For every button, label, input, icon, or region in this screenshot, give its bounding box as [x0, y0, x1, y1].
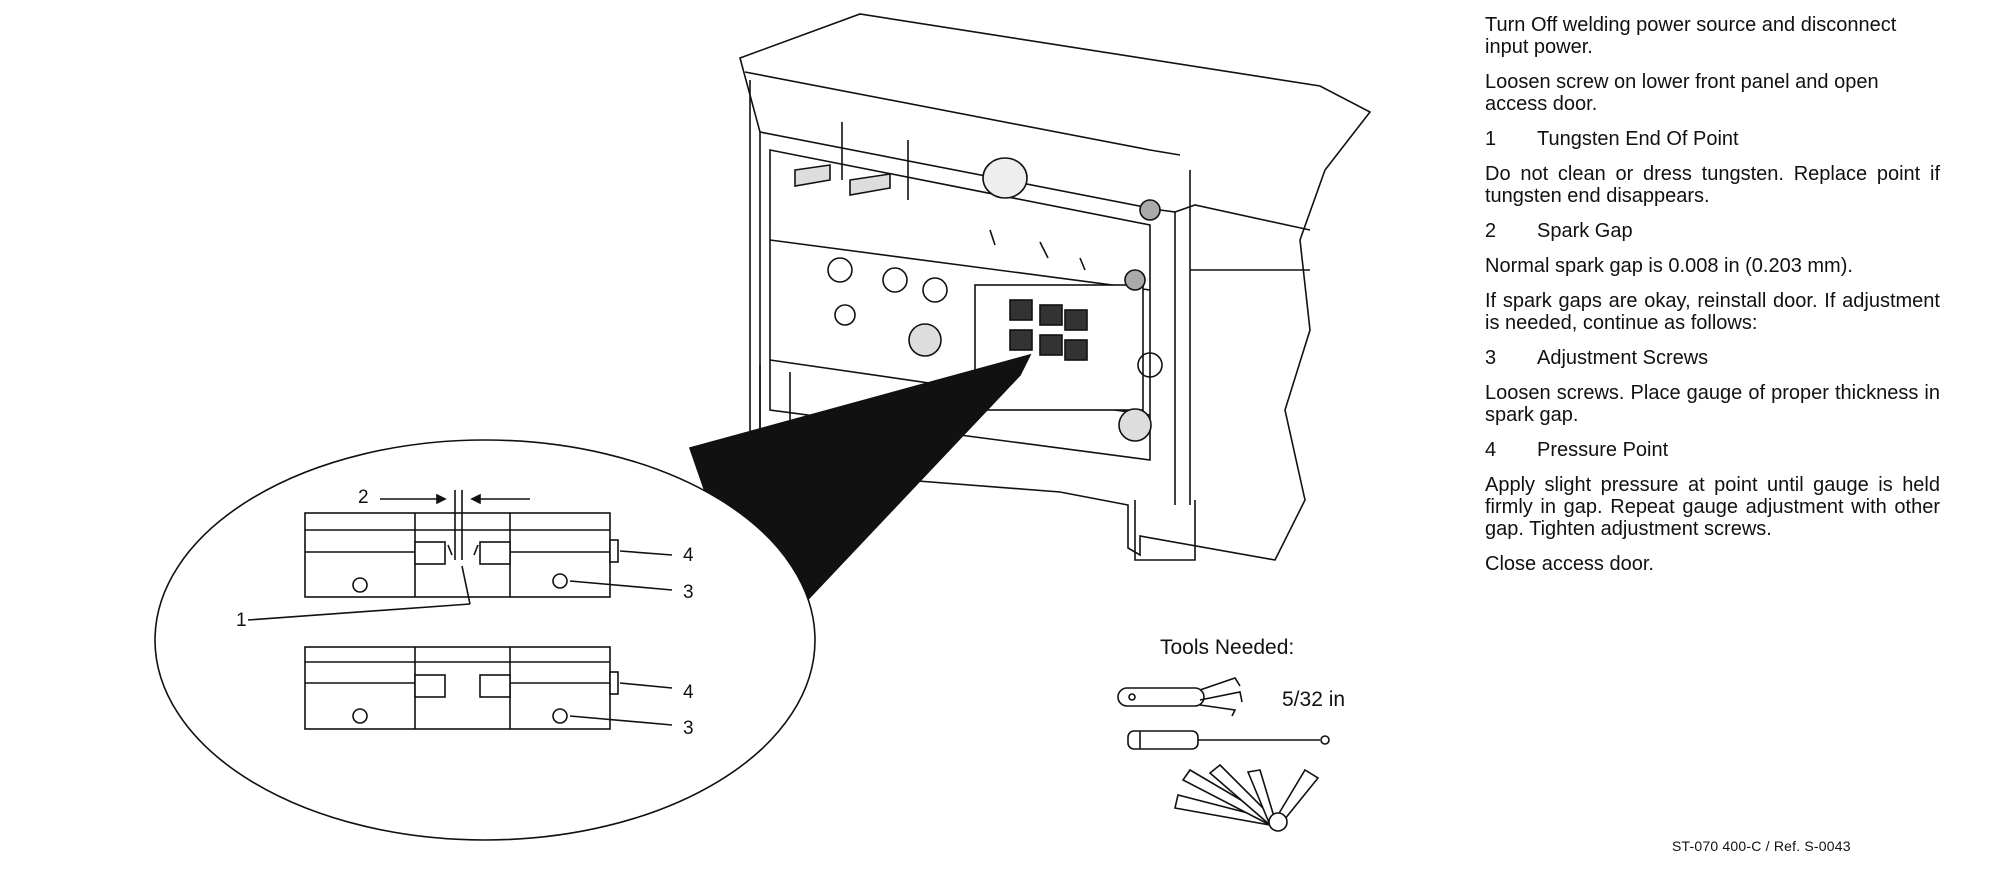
instructions-column: Turn Off welding power source and discon… [1485, 14, 1940, 588]
welder-illustration [154, 13, 1372, 841]
hex-key-size: 5/32 in [1282, 688, 1346, 711]
intro-step-2: Loosen screw on lower front panel and op… [1485, 71, 1879, 115]
item-heading: 1 Tungsten End Of Point [1485, 128, 1940, 150]
item-title: Adjustment Screws [1537, 347, 1709, 369]
hex-key-set-icon [1117, 677, 1243, 717]
item-text: If spark gaps are okay, reinstall door. … [1485, 290, 1940, 334]
closing-step: Close access door. [1485, 553, 1654, 575]
item-number: 4 [1485, 439, 1497, 461]
item-number: 1 [1485, 128, 1497, 150]
callout-1: 1 [236, 610, 247, 631]
item-text: Loosen screws. Place gauge of proper thi… [1485, 382, 1940, 426]
callout-3-top: 3 [683, 582, 694, 603]
callout-4-bottom: 4 [683, 682, 694, 703]
item-number: 2 [1485, 220, 1497, 242]
tools-needed-title: Tools Needed: [1160, 636, 1295, 659]
item-text: Apply slight pressure at point until gau… [1485, 474, 1940, 540]
screwdriver-icon [1127, 730, 1330, 750]
item-text: Do not clean or dress tungsten. Replace … [1485, 163, 1940, 207]
item-heading: 4 Pressure Point [1485, 439, 1940, 461]
callout-4-top: 4 [683, 545, 694, 566]
item-heading: 3 Adjustment Screws [1485, 347, 1940, 369]
item-title: Tungsten End Of Point [1537, 128, 1739, 150]
item-heading: 2 Spark Gap [1485, 220, 1940, 242]
feeler-gauge-icon [1174, 763, 1320, 832]
intro-step-1: Turn Off welding power source and discon… [1485, 14, 1897, 58]
callout-2: 2 [358, 487, 369, 508]
magnified-detail [154, 439, 816, 841]
reference-number: ST-070 400-C / Ref. S-0043 [1672, 838, 1851, 854]
item-title: Pressure Point [1537, 439, 1669, 461]
item-text: Normal spark gap is 0.008 in (0.203 mm). [1485, 255, 1853, 277]
item-title: Spark Gap [1537, 220, 1633, 242]
callout-3-bottom: 3 [683, 718, 694, 739]
item-number: 3 [1485, 347, 1497, 369]
